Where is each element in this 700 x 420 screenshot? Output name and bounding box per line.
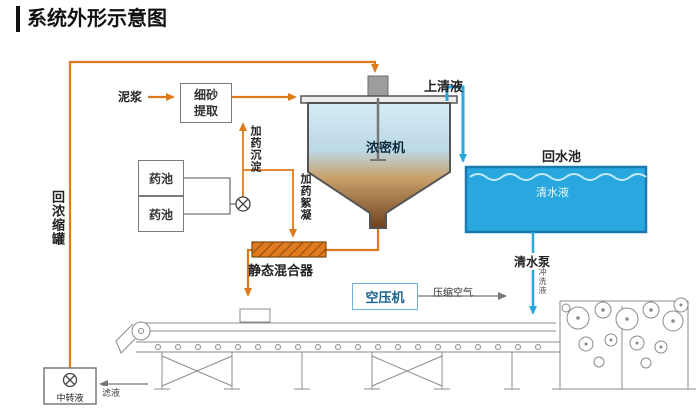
- dose-settle-label: 加药沉淀: [249, 125, 261, 173]
- sand-extractor-label: 细砂提取: [193, 88, 218, 118]
- dose-floc-label: 加药絮凝: [299, 173, 311, 221]
- dose-tank-2: 药池: [138, 196, 184, 232]
- transfer-pump-icon: [62, 372, 78, 388]
- connector-lines: [99, 177, 507, 388]
- slurry-label: 泥浆: [118, 90, 143, 104]
- air-compressor-label: 空压机: [365, 290, 405, 305]
- return-tank-label: 回浓缩罐: [50, 190, 65, 246]
- press-section: [552, 297, 696, 390]
- clear-pump-label: 清水泵: [512, 253, 553, 270]
- flush-label: 冲洗液: [538, 268, 547, 295]
- static-mixer-label: 静态混合器: [248, 263, 314, 278]
- filtrate-label: 滤液: [101, 386, 122, 399]
- dose-tank-2-label: 药池: [148, 207, 173, 222]
- feed-hopper: [239, 308, 271, 323]
- belt-filter-press: [115, 297, 696, 390]
- thickener-tank: [300, 75, 458, 229]
- thickener-label: 浓密机: [366, 140, 406, 155]
- machine-legs: [154, 352, 520, 390]
- tank-motor: [367, 75, 389, 99]
- support-rollers: [155, 344, 541, 350]
- slurry-lines: [68, 60, 380, 368]
- sand-extractor-box: 细砂提取: [180, 83, 232, 123]
- air-compressor-box: 空压机: [352, 283, 418, 310]
- compressed-air-label: 压缩空气: [433, 288, 473, 299]
- return-pool-label: 回水池: [542, 149, 582, 164]
- dose-tank-1: 药池: [138, 160, 184, 196]
- transfer-label: 中转液: [56, 393, 84, 403]
- tank-body: [307, 102, 451, 229]
- dose-tank-1-label: 药池: [148, 171, 173, 186]
- clear-water-label: 清水液: [536, 187, 569, 199]
- static-mixer-body: [251, 241, 327, 258]
- dosing-pump-icon: [235, 196, 251, 212]
- page-title: 系统外形示意图: [16, 6, 167, 32]
- water-lines: [445, 85, 537, 315]
- supernatant-label: 上清液: [424, 79, 464, 94]
- return-water-pool-body: [464, 165, 648, 234]
